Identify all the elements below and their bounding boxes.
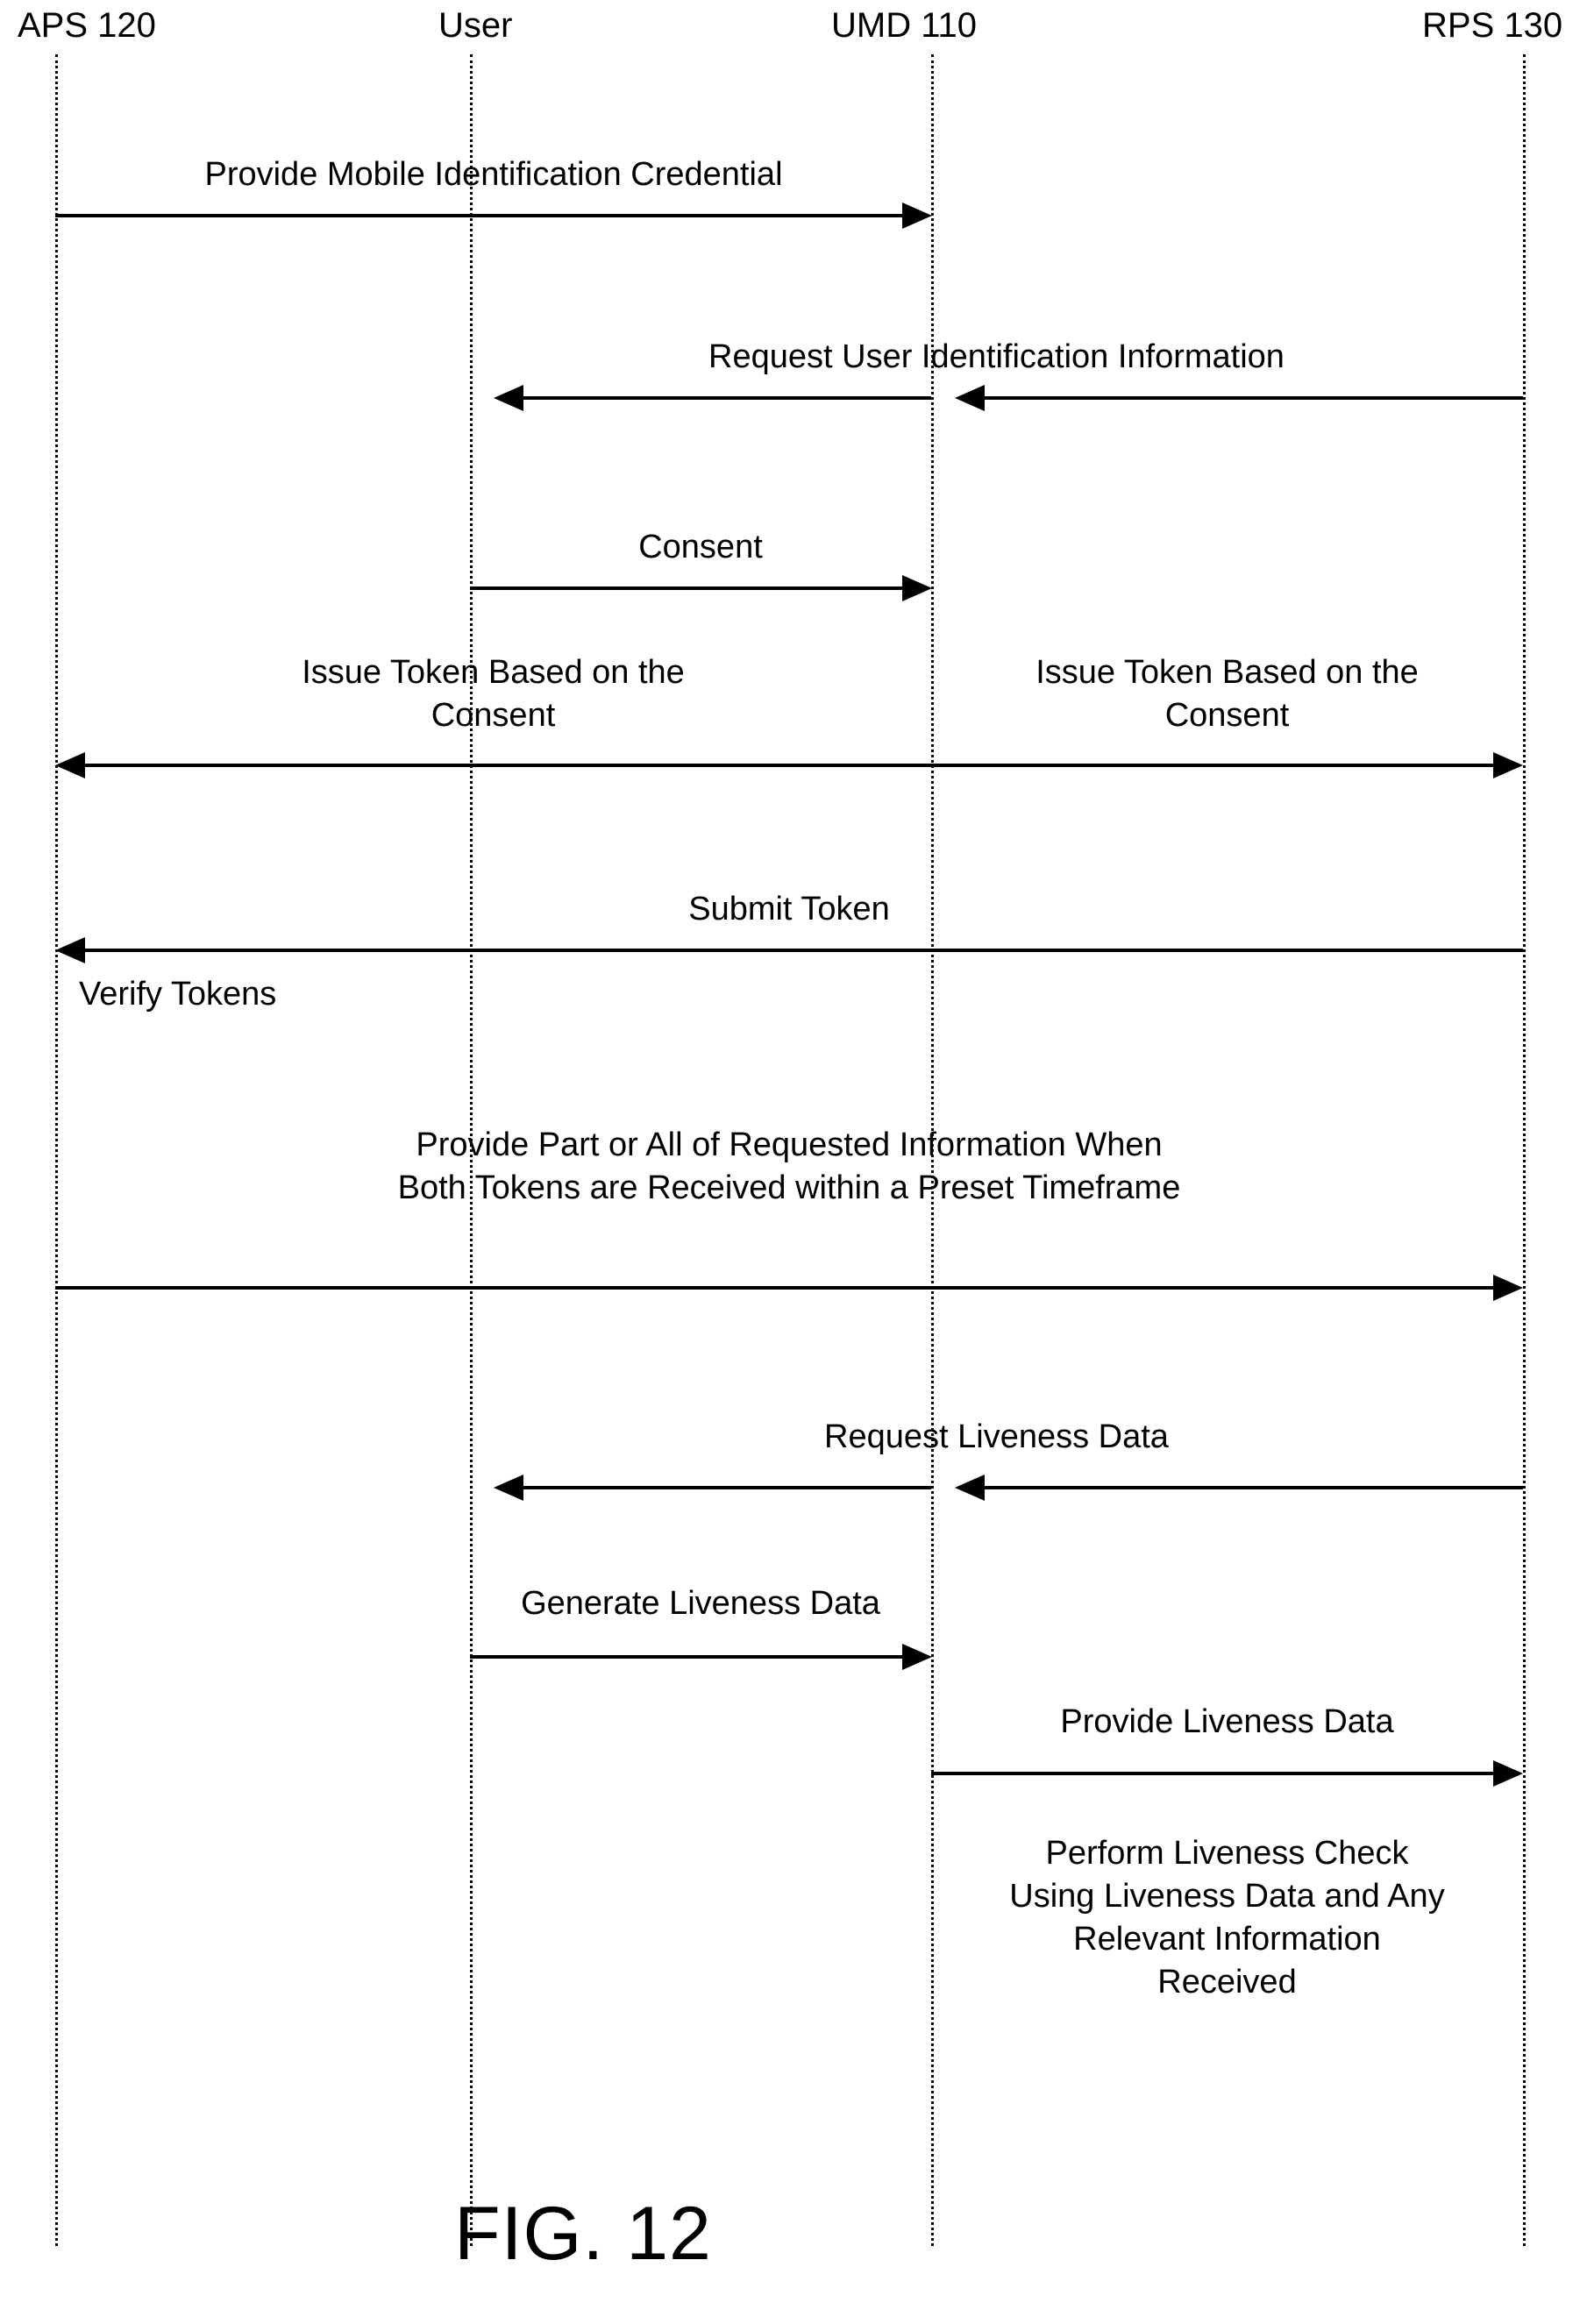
message-label-issue-token-based-on-the-consent-right: Issue Token Based on the Consent (1035, 654, 1419, 734)
message-label-request-liveness-data: Request Liveness Data (824, 1418, 1169, 1455)
message-arrow-request-liveness-data-rps-umd (985, 1486, 1523, 1489)
message-label-provide-part-or-all-of-requested-information: Provide Part or All of Requested Informa… (397, 1126, 1181, 1206)
message-label-request-user-identification-information: Request User Identification Information (708, 338, 1285, 375)
message-arrow-request-user-identification-information-rps-umd (985, 396, 1523, 400)
message-arrow-provide-part-or-all-of-requested-information (55, 1286, 1493, 1290)
message-label-perform-liveness-check: Perform Liveness Check Using Liveness Da… (1009, 1835, 1445, 2001)
arrow-head-right-icon (902, 575, 932, 601)
message-arrow-consent (470, 586, 902, 590)
message-arrow-issue-token-based-on-the-consent-umd-rps (931, 764, 1493, 767)
lifeline-umd (931, 54, 934, 2246)
message-arrow-provide-liveness-data (931, 1772, 1493, 1775)
message-label-provide-liveness-data: Provide Liveness Data (1060, 1703, 1394, 1740)
lifeline-rps (1523, 54, 1526, 2246)
lifeline-header-umd: UMD 110 (831, 6, 977, 45)
arrow-head-left-icon (955, 1475, 985, 1501)
message-arrow-request-user-identification-information-umd-user (523, 396, 931, 400)
message-label-provide-mobile-identification-credential: Provide Mobile Identification Credential (204, 156, 783, 193)
arrow-head-right-icon (1493, 1760, 1523, 1787)
message-label-issue-token-based-on-the-consent-left: Issue Token Based on the Consent (302, 654, 685, 734)
lifeline-user (470, 54, 473, 2246)
arrow-head-left-icon (55, 937, 85, 963)
lifeline-header-rps: RPS 130 (1422, 6, 1563, 45)
arrow-head-left-icon (494, 385, 523, 411)
lifeline-header-aps: APS 120 (18, 6, 156, 45)
arrow-head-left-icon (494, 1475, 523, 1501)
arrow-head-right-icon (1493, 1275, 1523, 1301)
arrow-head-left-icon (55, 752, 85, 778)
message-label-generate-liveness-data: Generate Liveness Data (521, 1585, 880, 1622)
message-arrow-issue-token-based-on-the-consent-umd-aps (85, 764, 931, 767)
message-arrow-generate-liveness-data (470, 1655, 902, 1659)
lifeline-aps (55, 54, 58, 2246)
lifeline-header-user: User (438, 6, 513, 45)
arrow-head-left-icon (955, 385, 985, 411)
arrow-head-right-icon (902, 203, 932, 229)
arrow-head-right-icon (1493, 752, 1523, 778)
figure-caption: FIG. 12 (454, 2192, 712, 2276)
message-label-consent: Consent (638, 529, 763, 565)
message-label-verify-tokens: Verify Tokens (79, 976, 277, 1013)
message-arrow-provide-mobile-identification-credential (55, 214, 902, 217)
arrow-head-right-icon (902, 1644, 932, 1670)
message-arrow-submit-token (85, 949, 1523, 952)
message-arrow-request-liveness-data-umd-user (523, 1486, 931, 1489)
message-label-submit-token: Submit Token (688, 891, 890, 927)
